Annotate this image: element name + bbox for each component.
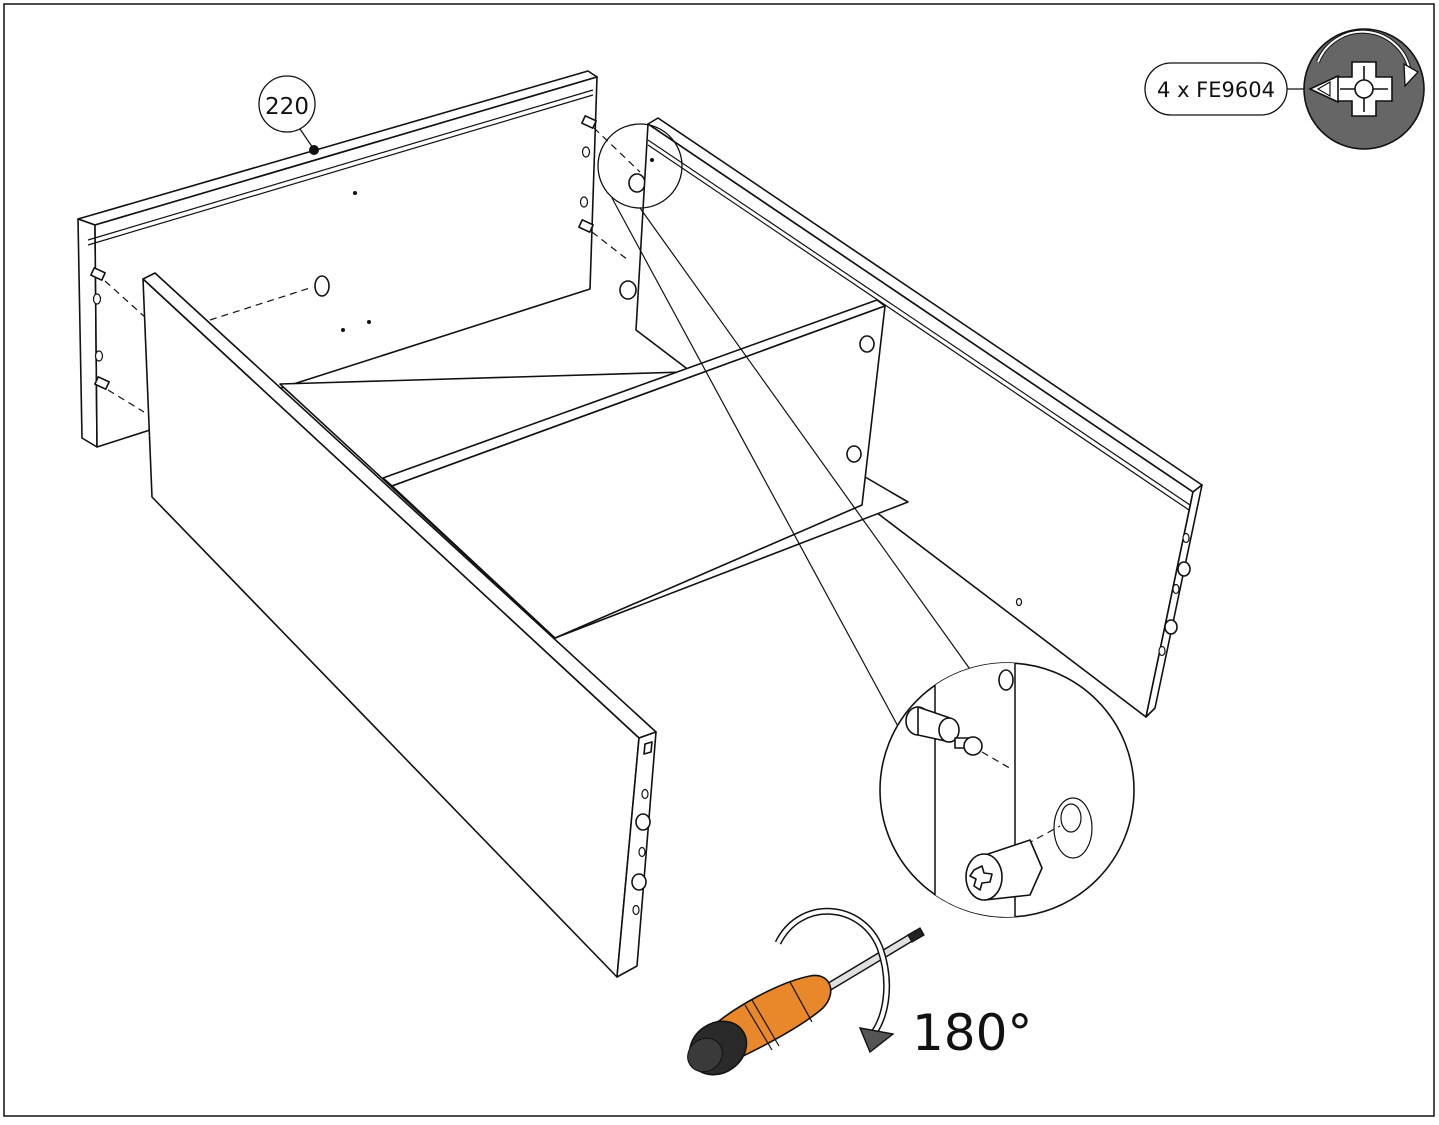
cam-lock-icon <box>1303 28 1425 150</box>
rotation-arrow-icon <box>774 907 895 1054</box>
left-side-panel <box>142 272 657 978</box>
right-side-panel <box>635 117 1203 718</box>
rotation-angle-text: 180° <box>912 1004 1032 1062</box>
front-panel <box>382 299 886 639</box>
dowel-pins <box>90 115 597 390</box>
hardware-quantity-text: 4 x FE9604 <box>1157 78 1275 102</box>
part-number-text: 220 <box>265 94 309 120</box>
hardware-callout: 4 x FE9604 <box>1144 28 1425 150</box>
detail-callout <box>597 123 1135 918</box>
part-label-220: 220 <box>258 75 319 155</box>
screwdriver-icon <box>687 927 925 1076</box>
page-frame <box>3 3 1435 1117</box>
assembly-guide-lines <box>104 127 641 413</box>
